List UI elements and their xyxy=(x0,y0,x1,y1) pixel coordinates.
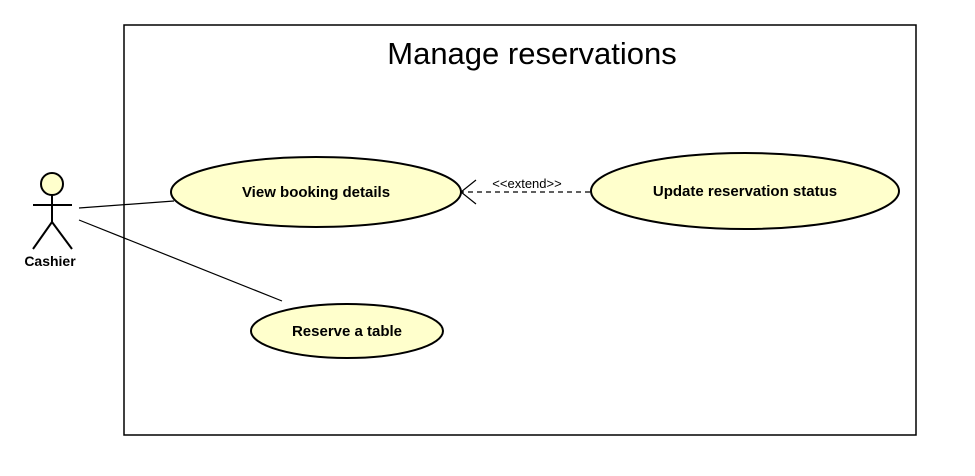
usecase-label: Reserve a table xyxy=(292,323,402,340)
actor-label: Cashier xyxy=(24,253,76,269)
system-title: Manage reservations xyxy=(387,36,677,71)
usecase-ellipse xyxy=(170,156,462,228)
actor-right-leg xyxy=(51,221,73,250)
usecase-ellipse xyxy=(250,303,444,359)
usecase-label: View booking details xyxy=(242,184,390,201)
actor-head-icon xyxy=(40,172,64,196)
usecase-reserve-a-table[interactable]: Reserve a table xyxy=(250,303,444,359)
usecase-update-reservation-status[interactable]: Update reservation status xyxy=(590,152,900,230)
association-cashier-reserve-table xyxy=(78,219,283,302)
usecase-label: Update reservation status xyxy=(653,183,837,200)
usecase-ellipse xyxy=(590,152,900,230)
actor-left-leg xyxy=(32,221,53,250)
extend-label: <<extend>> xyxy=(492,176,561,191)
usecase-view-booking-details[interactable]: View booking details xyxy=(170,156,462,228)
system-boundary xyxy=(123,24,917,436)
actor-cashier[interactable]: Cashier xyxy=(24,172,76,269)
association-cashier-view-booking xyxy=(78,200,175,209)
